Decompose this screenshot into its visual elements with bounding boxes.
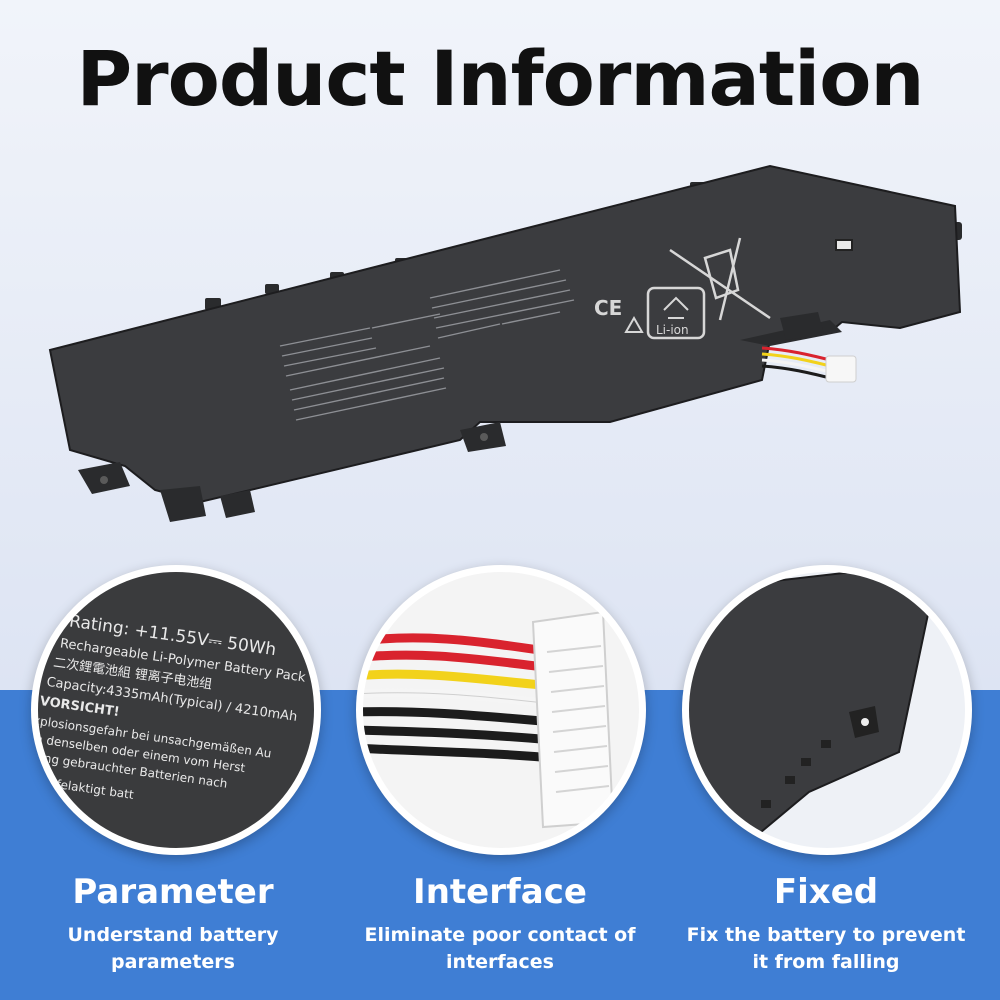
feature-desc-interface: Eliminate poor contact of interfaces	[364, 924, 636, 973]
wire-bundle	[363, 633, 558, 763]
feature-title-parameter: Parameter	[72, 872, 274, 912]
battery-body	[48, 164, 962, 504]
battery-connector-wires	[761, 346, 857, 383]
feature-desc-fixed: Fix the battery to prevent it from falli…	[686, 924, 966, 973]
feature-desc-parameter: Understand battery parameters	[67, 924, 279, 973]
warning-triangle-icon	[624, 315, 644, 333]
ce-mark: CE	[594, 296, 622, 320]
feature-title-fixed: Fixed	[773, 872, 879, 912]
battery-label-print	[279, 269, 575, 421]
recycle-icon: Li-ion	[646, 286, 706, 340]
battery-edge	[689, 572, 938, 848]
fixed-zoom-circle	[682, 565, 972, 855]
mounting-tabs-bottom	[78, 312, 824, 522]
clip-hole	[835, 239, 853, 251]
battery-illustration: CE Li-ion	[0, 150, 1000, 550]
parameter-zoom-circle: Rating: +11.55V⎓ 50Wh Rechargeable Li-Po…	[31, 565, 321, 855]
connector-plug	[531, 610, 615, 829]
interface-zoom-circle	[356, 565, 646, 855]
crossed-bin-icon	[669, 237, 771, 321]
edge-mounting-tabs	[761, 706, 879, 808]
feature-title-interface: Interface	[413, 872, 587, 912]
page-title: Product Information	[76, 34, 924, 123]
svg-text:Li-ion: Li-ion	[656, 323, 689, 337]
